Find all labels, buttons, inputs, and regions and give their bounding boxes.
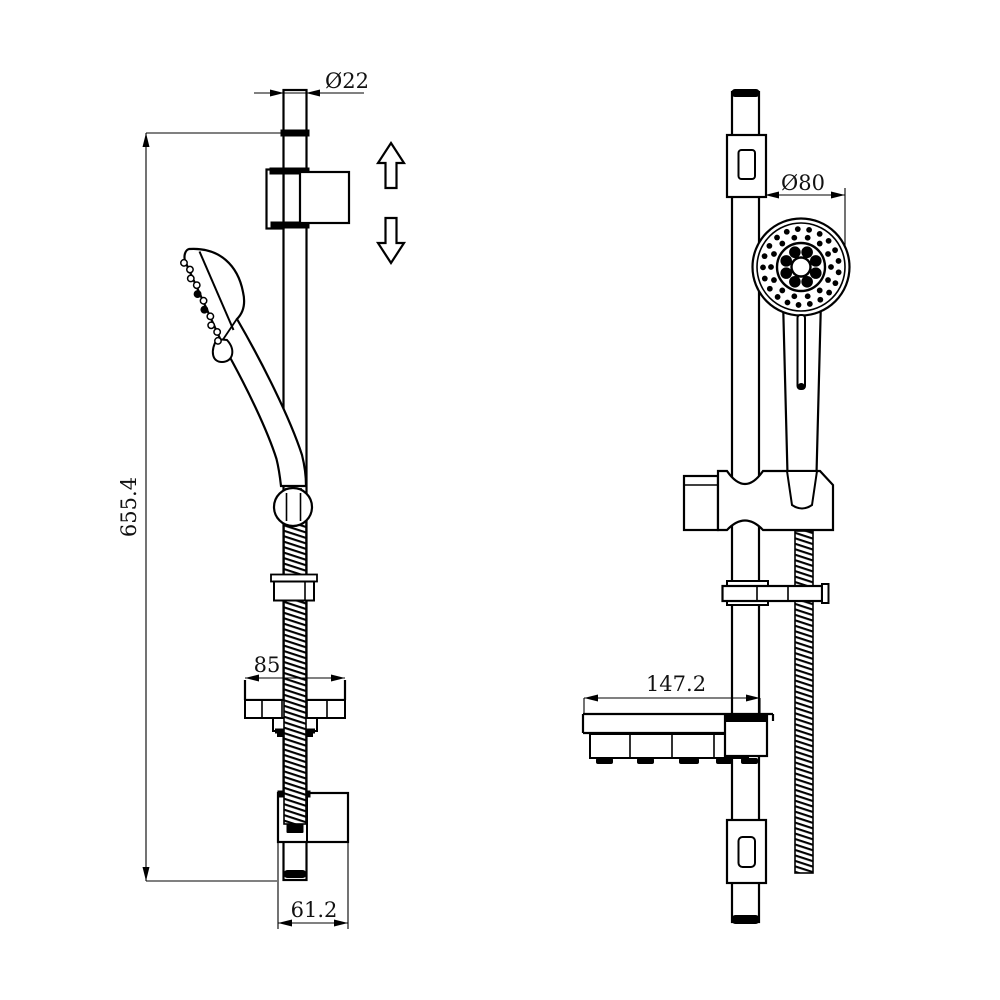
wall-bracket-top-front <box>725 133 768 199</box>
nozzle-dot <box>771 251 777 257</box>
diverter-pin <box>796 314 806 390</box>
wall-bracket-top <box>265 167 351 230</box>
nozzle-dot <box>180 258 188 267</box>
nozzle-dot <box>192 281 201 290</box>
hose-clamp-front <box>721 580 830 606</box>
bracket-width-label: 61.2 <box>291 898 338 922</box>
nozzle-dot <box>779 287 786 294</box>
nozzle-dot <box>816 231 823 237</box>
nozzle-dot <box>761 253 768 260</box>
nozzle-dot <box>789 275 801 288</box>
nozzle-dot <box>784 299 791 306</box>
nozzle-dot <box>771 277 777 283</box>
rail-diameter-label: Ø22 <box>325 69 369 93</box>
nozzle-dot <box>774 294 781 300</box>
nozzle-dot <box>206 312 215 321</box>
down-arrow-icon <box>375 216 407 266</box>
nozzle-dot <box>186 274 195 283</box>
dish-width-side-label: 85 <box>254 653 281 677</box>
nozzle-dot <box>835 269 842 276</box>
nozzle-dot <box>761 275 768 282</box>
nozzle-dot <box>801 246 813 259</box>
nozzle-dot <box>806 226 812 233</box>
dimension-head-diameter: Ø80 <box>765 171 846 248</box>
spray-nozzles-front <box>760 226 842 308</box>
soap-dish-front <box>581 712 775 764</box>
dimension-dish-width-side: 85 <box>245 653 345 682</box>
nozzle-dot <box>804 234 811 241</box>
nozzle-dot <box>804 293 811 300</box>
slider-lock-knob <box>682 474 720 532</box>
hose-nut <box>272 486 314 528</box>
nozzle-dot <box>816 287 823 294</box>
nozzle-dot <box>193 290 202 299</box>
nozzle-dot <box>207 321 216 330</box>
shower-hose-side <box>283 511 307 833</box>
dimension-dish-width-front: 147.2 <box>583 672 761 713</box>
nozzle-dot <box>826 289 833 296</box>
nozzle-dot <box>766 243 773 249</box>
dish-width-front-label: 147.2 <box>646 672 706 696</box>
nozzle-dot <box>768 264 774 270</box>
nozzle-dot <box>806 301 813 307</box>
nozzle-dot <box>760 264 766 271</box>
up-arrow-icon <box>375 140 407 190</box>
head-diameter-label: Ø80 <box>781 171 825 195</box>
dish-rail-collar <box>723 714 769 758</box>
nozzle-dot <box>835 258 842 264</box>
slider-holder <box>682 469 835 532</box>
nozzle-dot <box>801 275 813 288</box>
dimension-rail-diameter: Ø22 <box>254 69 369 97</box>
nozzle-dot <box>828 264 834 270</box>
nozzle-dot <box>809 267 822 279</box>
side-view: 655.4 Ø22 85 61.2 <box>117 69 407 929</box>
nozzle-dot <box>825 237 832 244</box>
nozzle-dot <box>817 296 824 303</box>
nozzle-dot <box>200 305 209 314</box>
nozzle-dot <box>825 251 831 257</box>
nozzle-dot <box>795 302 802 308</box>
nozzle-dot <box>779 240 786 247</box>
front-view: Ø80 147.2 <box>581 89 851 924</box>
nozzle-dot <box>809 255 822 267</box>
nozzle-dot <box>832 247 838 254</box>
nozzle-dot <box>186 265 194 274</box>
nozzle-dot <box>199 296 208 305</box>
nozzle-dot <box>774 234 780 241</box>
handle-cone <box>785 470 819 510</box>
nozzle-dot <box>780 267 793 279</box>
nozzle-dot <box>214 336 222 345</box>
nozzle-dot <box>832 280 839 287</box>
nozzle-dot <box>816 240 823 247</box>
shower-head-face <box>751 217 851 390</box>
nozzle-dot <box>794 226 801 233</box>
dimension-total-height: 655.4 <box>117 132 281 882</box>
shower-hose-front <box>794 530 814 874</box>
hand-shower <box>180 247 314 528</box>
total-height-label: 655.4 <box>117 477 141 537</box>
wall-bracket-bottom-front <box>725 818 768 885</box>
nozzle-dot <box>766 285 773 292</box>
nozzle-dot <box>213 328 222 336</box>
nozzle-dot <box>783 228 790 235</box>
nozzle-dot <box>791 293 798 300</box>
spray-nozzles-side <box>180 258 222 345</box>
dimension-bracket-width: 61.2 <box>277 842 349 929</box>
nozzle-dot <box>791 234 798 241</box>
hose-clamp-side <box>270 573 318 602</box>
nozzle-dot <box>780 255 793 267</box>
nozzle-dot <box>825 277 831 283</box>
nozzle-dot <box>789 246 801 259</box>
